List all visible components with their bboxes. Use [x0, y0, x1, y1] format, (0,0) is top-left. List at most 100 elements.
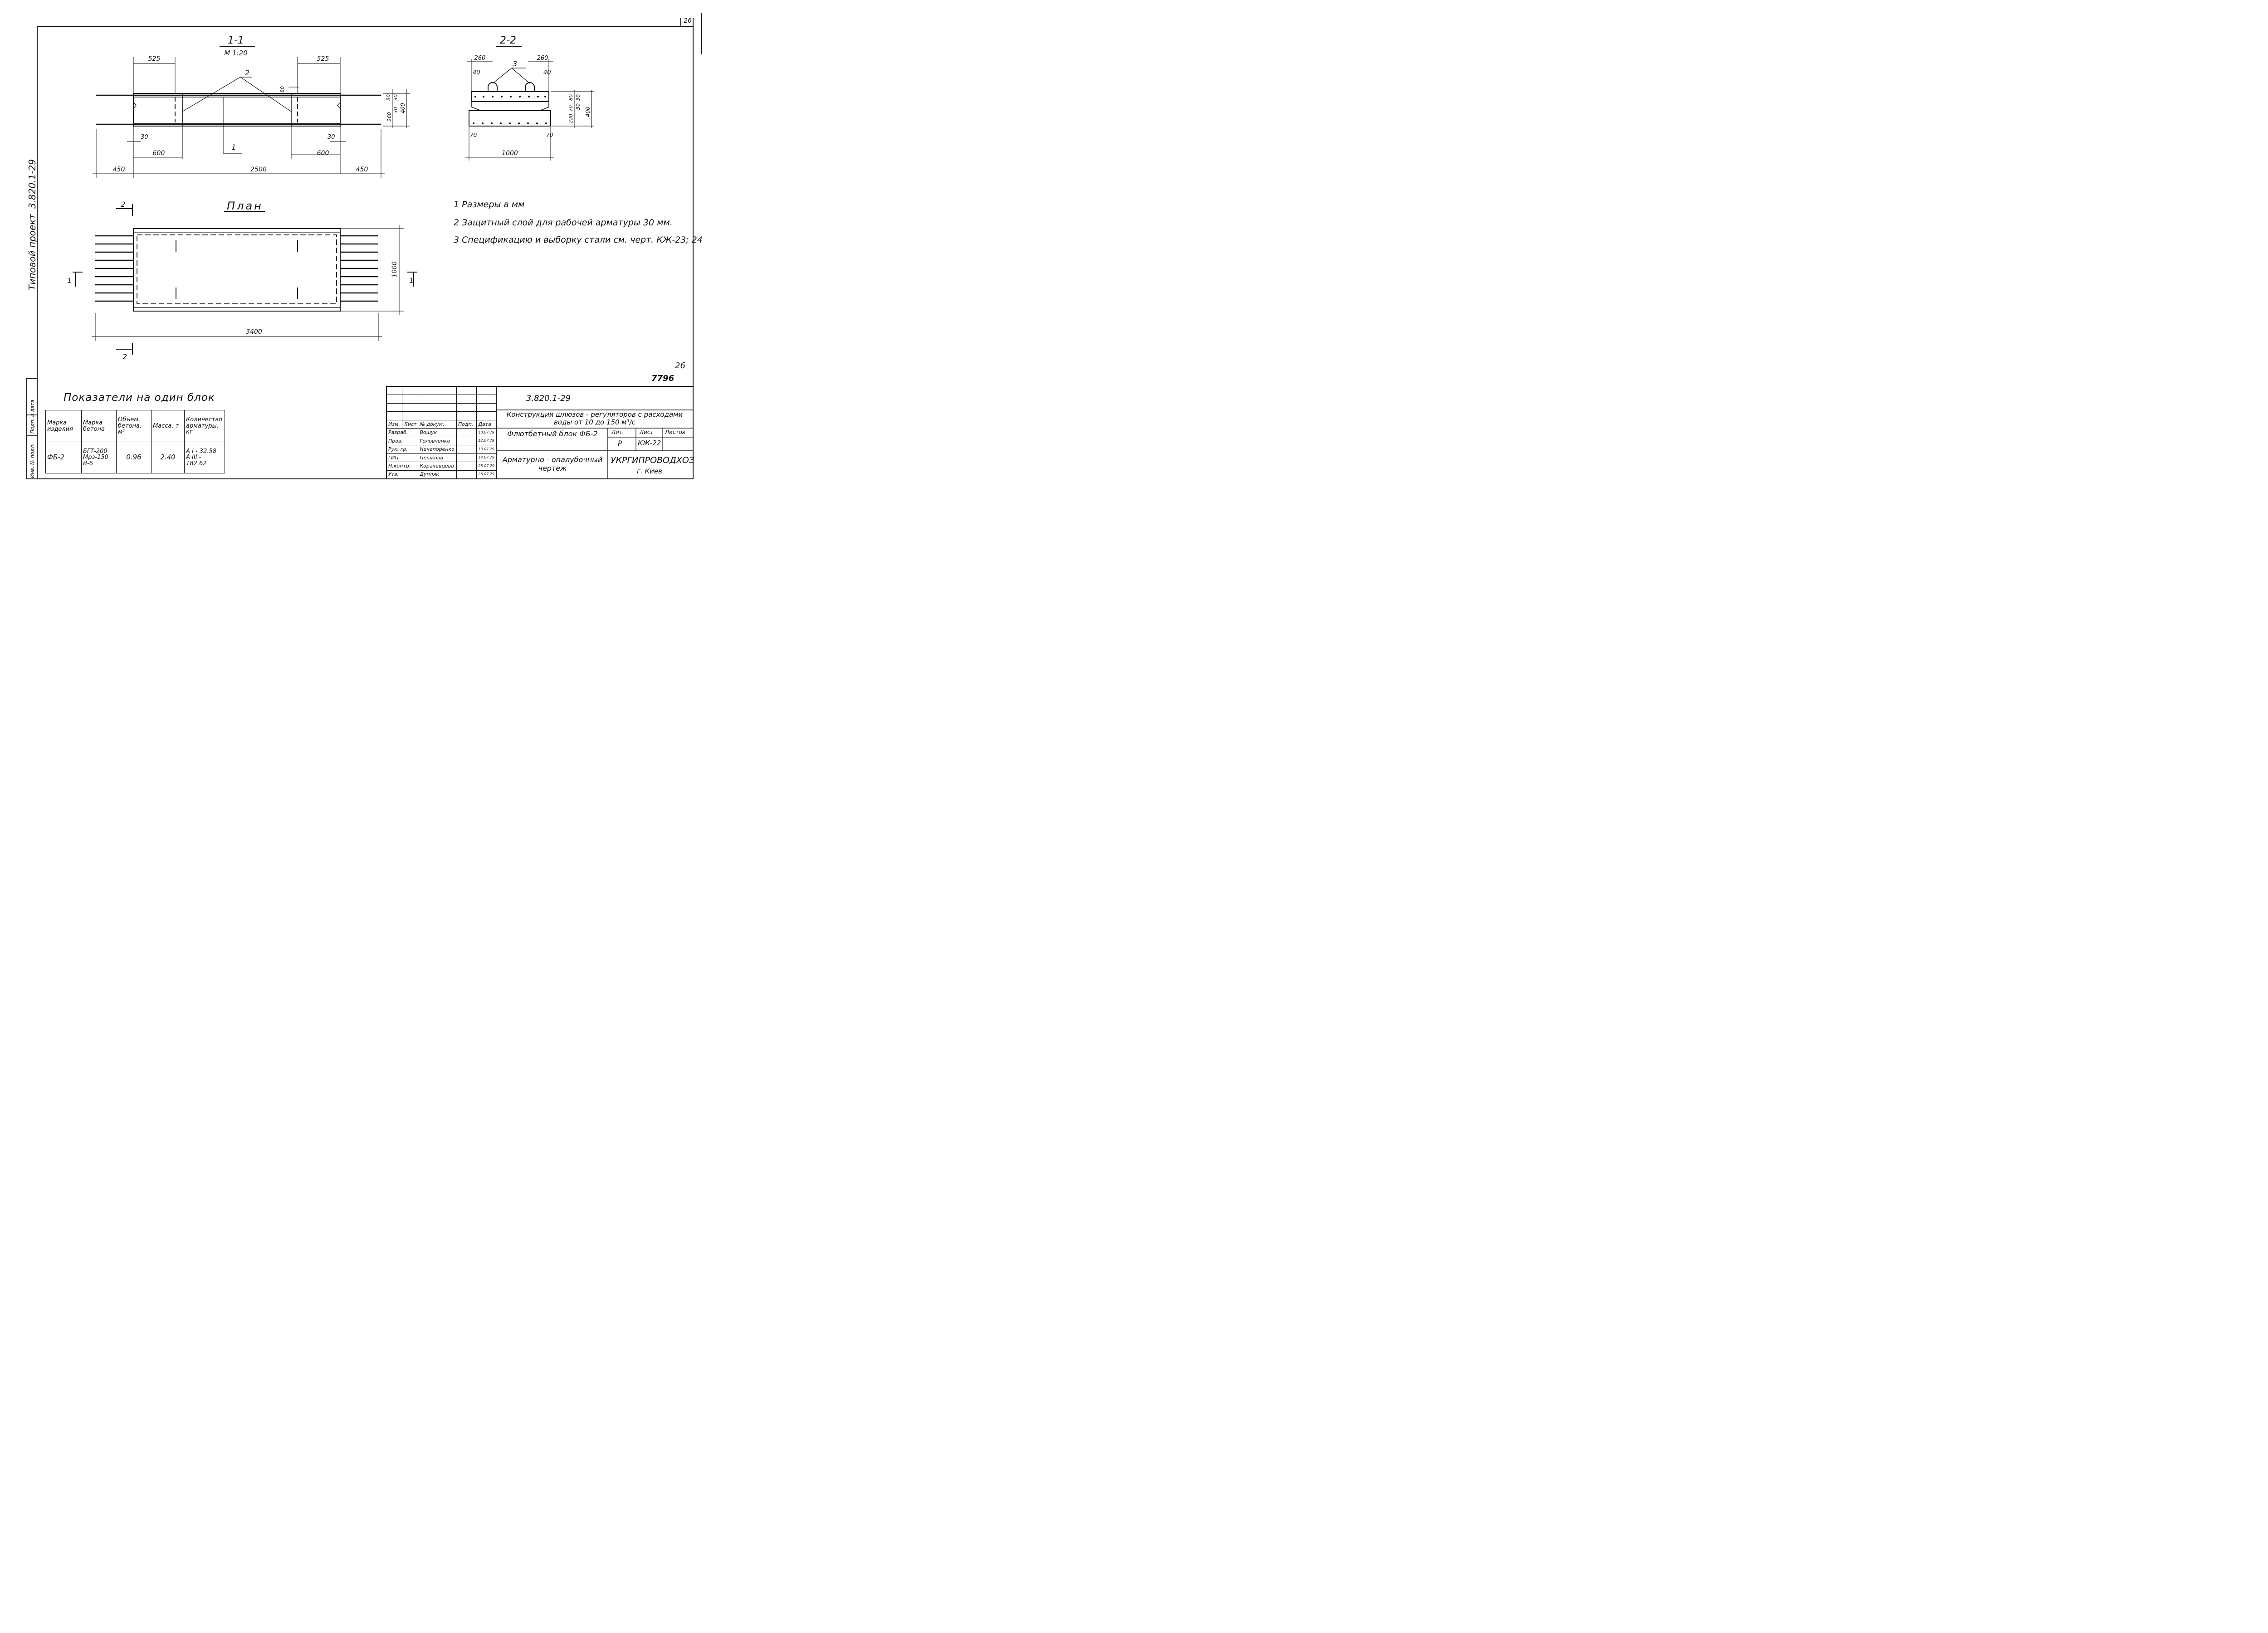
col-doc: № докум. — [418, 419, 457, 429]
signature-0 — [456, 428, 477, 437]
section-1-1-title: 1-1 — [228, 35, 244, 46]
dim-450-left: 450 — [113, 166, 125, 173]
element-title: Флютбетный блок ФБ-2 — [507, 429, 598, 438]
sheet-corner-number: 26 — [675, 361, 685, 370]
dim-260-right: 260 — [537, 55, 548, 62]
role-4: Н.контр. — [386, 462, 419, 471]
vdim-80-s2: 80 — [568, 94, 574, 101]
name-2: Нечепоренко — [418, 445, 457, 454]
date-0: 10.07.79 — [476, 428, 496, 437]
dim-1000: 1000 — [502, 150, 518, 157]
lit-label: Лит. — [611, 429, 624, 435]
vdim-70-s2: 70 — [568, 105, 574, 112]
vdim-80: 80 — [386, 94, 391, 101]
name-5: Дупляк — [418, 470, 457, 479]
organization: УКРГИПРОВОДХОЗ — [611, 455, 695, 465]
date-5: 26.07.79 — [476, 470, 496, 479]
cell-mark: ФБ-2 — [45, 442, 82, 473]
plan-dim-1000: 1000 — [391, 261, 398, 278]
sheet-number-top: 26 — [684, 17, 692, 24]
plan-view — [73, 204, 417, 355]
archive-number: 7796 — [651, 374, 674, 383]
drawing-type: Арматурно - опалубочный чертеж — [502, 455, 603, 473]
callout-1: 1 — [231, 143, 236, 151]
dim-260-left: 260 — [474, 55, 486, 62]
sheet-frame — [26, 13, 702, 479]
signature-1 — [456, 436, 477, 446]
hdr-concrete: Марка бетона — [81, 410, 117, 442]
signature-5 — [456, 470, 477, 479]
role-0: Разраб. — [386, 428, 419, 437]
dim-70-right: 70 — [546, 132, 553, 138]
doc-code: 3.820.1-29 — [526, 394, 571, 403]
cell-rebar: А I - 32.58 А III - 182.62 — [184, 442, 225, 473]
dim-525-left: 525 — [148, 55, 161, 63]
cut-2-top: 2 — [121, 200, 125, 209]
date-1: 12.07.79 — [476, 436, 496, 446]
indicators-table: Марка изделия Марка бетона Объем. бетона… — [45, 410, 225, 473]
section-1-1 — [93, 46, 410, 178]
stamp-grid: Изм. Лист № докум. Подп. Дата Разраб. Во… — [386, 386, 496, 479]
col-date: Дата — [476, 419, 496, 429]
signature-date-label: Подп. и дата — [29, 400, 35, 434]
lit-value: Р — [618, 439, 622, 448]
dim-40-right: 40 — [543, 69, 551, 76]
col-izm: Изм. — [386, 419, 403, 429]
vdim-400: 400 — [400, 103, 406, 113]
vdim-30a: 30 — [393, 94, 399, 101]
dim-80: 80 — [279, 86, 285, 93]
name-1: Головченко — [418, 436, 457, 446]
col-list: Лист — [402, 419, 419, 429]
hdr-volume: Объем. бетона, м³ — [116, 410, 152, 442]
rebar-a1: А I - 32.58 — [186, 448, 217, 455]
section-2-2 — [465, 46, 594, 161]
city: г. Киев — [637, 467, 662, 475]
vdim-220-s2: 220 — [568, 114, 574, 123]
dim-525-right: 525 — [317, 55, 329, 63]
dim-40-left: 40 — [473, 69, 480, 76]
section-1-1-scale: М 1:20 — [224, 49, 247, 57]
vdim-30b: 30 — [393, 107, 399, 113]
role-1: Пров. — [386, 436, 419, 446]
cell-mass: 2.40 — [151, 442, 185, 473]
vdim-30a-s2: 30 — [575, 94, 581, 101]
dim-30-left: 30 — [141, 134, 148, 141]
dim-450-right: 450 — [356, 166, 368, 173]
dim-30-right: 30 — [327, 134, 335, 141]
dim-70-left: 70 — [470, 132, 477, 138]
role-3: ГИП — [386, 453, 419, 463]
inv-no-label: Инв. № подл. — [29, 444, 35, 478]
cell-concrete: БГТ-200 Мрз-150 В-6 — [81, 442, 117, 473]
vdim-260: 260 — [386, 112, 392, 122]
role-2: Рук. гр. — [386, 445, 419, 454]
cut-1-right: 1 — [409, 276, 414, 285]
drawing-canvas: 26 Типовой проект3.820.1-29 Инв. № подл.… — [26, 13, 702, 479]
sheet-value: КЖ-22 — [638, 439, 661, 447]
plan-dim-3400: 3400 — [246, 328, 262, 336]
callout-2: 2 — [245, 68, 249, 77]
note-2: 2 Защитный слой для рабочей арматуры 30 … — [454, 218, 673, 228]
name-0: Вощук — [418, 428, 457, 437]
hdr-mark: Марка изделия — [45, 410, 82, 442]
hdr-rebar: Количество арматуры, кг — [184, 410, 225, 442]
section-2-2-title: 2-2 — [500, 35, 516, 46]
date-2: 13.07.79 — [476, 445, 496, 454]
dim-2500: 2500 — [250, 166, 267, 173]
vdim-400-s2: 400 — [585, 107, 591, 117]
project-label: Типовой проект3.820.1-29 — [27, 159, 38, 290]
dim-600-right: 600 — [317, 150, 329, 157]
date-4: 25.07.79 — [476, 462, 496, 471]
name-3: Пешкова — [418, 453, 457, 463]
dim-600-left: 600 — [153, 150, 165, 157]
rebar-a3: А III - 182.62 — [186, 454, 207, 467]
name-4: Корачевцева — [418, 462, 457, 471]
project-title: Конструкции шлюзов - регуляторов с расхо… — [506, 410, 683, 426]
role-5: Утв. — [386, 470, 419, 479]
hdr-mass: Масса, т — [151, 410, 185, 442]
plan-title: План — [227, 200, 263, 212]
col-sign: Подп. — [456, 419, 477, 429]
cut-2-bottom: 2 — [122, 352, 127, 361]
vdim-30b-s2: 30 — [575, 103, 581, 110]
rebar-dots — [473, 96, 547, 124]
callout-3: 3 — [513, 59, 517, 68]
